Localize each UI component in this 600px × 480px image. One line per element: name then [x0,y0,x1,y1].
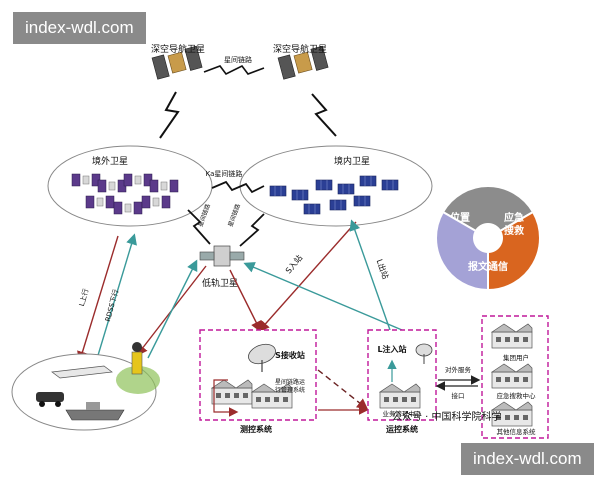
ttc-system-label: 测控系统 [240,424,272,434]
inter-satellite-link-zigzag [203,64,265,76]
deep-to-domestic-link [311,93,337,137]
deep-space-satellite-left-label: 深空导航卫星 [151,43,205,55]
ka-link-zigzag [211,180,265,194]
s-inbound-arrow [258,221,357,333]
leo-to-s-station-arrow [229,269,262,333]
inter-satellite-link-label: 星间链路 [224,55,252,64]
leo-satellite-label: 低轨卫星 [202,277,238,289]
leo-satellite [199,245,245,267]
overseas-satellite-label: 境外卫星 [92,155,128,167]
injection-to-leo-arrow [243,262,403,331]
service-pie-chart: 位置报告应急搜救报文通信 [435,185,541,292]
deep-space-satellite-right [277,45,329,80]
pie-segment-0 [441,185,535,233]
s-station-dish [248,343,276,372]
inter-link-label-b: 星间链路 [226,203,242,228]
deep-to-overseas-link [159,91,180,139]
ops-system-label: 运控系统 [386,424,418,434]
domestic-to-leo-link [239,213,265,247]
overseas-to-leo-link [187,209,211,245]
l-injection-dish [415,343,433,364]
link-ops-label-2: 行管理系统 [275,386,305,394]
l-injection-label: L注入站 [377,344,406,354]
link-ops-label-1: 星间链路运 [275,378,305,386]
pie-segment-1 [487,210,541,292]
ka-link-label: Ka星间链路 [206,169,243,178]
ttc-to-ops-dashed-link [317,369,369,410]
overseas-satellite-group [47,145,213,227]
watermark-bottom: index-wdl.com [461,443,594,475]
group-users-label: 集团用户 [503,353,529,362]
handheld-user-figure [116,342,160,394]
ttc-internal-flow [213,379,239,417]
pie-segment-2 [435,210,489,292]
pie-label-1-1: 搜救 [504,224,524,237]
emergency-center-label: 应急搜救中心 [497,391,537,400]
faint-watermark: 公众号 · 中国科学院科学 [392,410,502,423]
users-to-leo-arrow [147,259,198,359]
rdss-downlink-arrow [95,233,137,363]
l-uplink-label: L上行 [77,288,90,308]
other-info-label: 其他信息系统 [497,427,537,436]
l-outbound-label: L出站 [375,258,391,281]
domestic-satellite-label: 境内卫星 [334,155,370,167]
watermark-top: index-wdl.com [13,12,146,44]
deep-space-satellite-right-label: 深空导航卫星 [273,43,327,55]
s-station-label: S接收站 [275,350,305,360]
deep-space-satellite-left [151,45,203,80]
external-interface-label-1: 对外服务 [445,365,472,374]
l-uplink-arrow [77,235,119,363]
rdss-downlink-label: RDSS下行 [103,288,120,322]
l-outbound-arrow [349,219,391,331]
business-center-label: 业务管理中心 [383,409,423,418]
pie-label-1-0: 应急 [504,211,524,224]
pie-label-2-0: 报文通信 [468,260,508,273]
s-inbound-label: S入站 [283,253,304,276]
external-interface-label-2: 接口 [452,391,465,400]
